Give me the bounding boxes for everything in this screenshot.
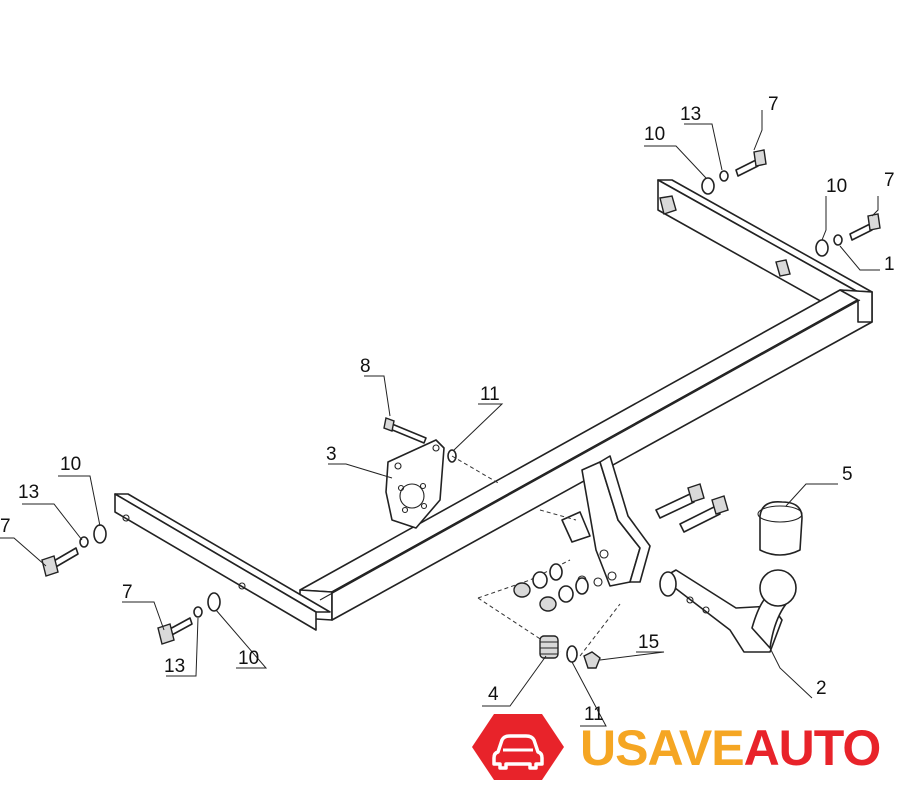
- callout-labels: 13 7 10 10 7 1 8 11 3 10 13 7 7 13 10 5 …: [0, 94, 895, 725]
- callout-7-right-edge: 7: [884, 170, 895, 191]
- logo-word-usave: USAVE: [580, 720, 745, 776]
- callout-leaders: [0, 110, 880, 727]
- callout-11-upper: 11: [480, 384, 500, 405]
- callout-10-left-upper: 10: [60, 454, 81, 475]
- callout-10-right-edge: 10: [826, 176, 847, 197]
- usaveauto-logo: USAVEAUTO: [470, 712, 900, 784]
- callout-2: 2: [816, 678, 827, 699]
- callout-3: 3: [326, 444, 337, 465]
- callout-13-left-lower: 13: [164, 656, 185, 677]
- ball-cover: [757, 500, 803, 556]
- center-mount-plate: [561, 455, 651, 587]
- ball-neck: [659, 569, 797, 653]
- bolt-8: [383, 417, 427, 444]
- callout-13-left-upper: 13: [18, 482, 39, 503]
- left-side-bracket: [114, 493, 331, 631]
- logo-wordmark: USAVEAUTO: [580, 718, 882, 778]
- mount-bolts: [655, 483, 729, 533]
- callout-4: 4: [488, 684, 499, 705]
- callout-7-right-top: 7: [768, 94, 779, 115]
- socket-bracket: [385, 439, 445, 529]
- car-icon: [472, 714, 564, 780]
- callout-10-left-lower: 10: [238, 648, 259, 669]
- callout-1-right-edge: 1: [884, 254, 895, 275]
- nuts-washers-cluster: [513, 563, 589, 612]
- callout-15: 15: [638, 632, 659, 653]
- right-top-fasteners: [701, 149, 881, 257]
- callout-7-left-lower: 7: [122, 582, 133, 603]
- callout-10-right-top: 10: [644, 124, 665, 145]
- main-cross-beam: [299, 289, 873, 621]
- bottom-fasteners: [539, 635, 601, 669]
- callout-7-left-upper: 7: [0, 516, 11, 537]
- left-fasteners: [41, 524, 221, 645]
- callout-8: 8: [360, 356, 371, 377]
- right-side-bracket: [657, 179, 873, 323]
- callout-5: 5: [842, 464, 853, 485]
- logo-word-auto: AUTO: [743, 720, 882, 776]
- callout-13-right-top: 13: [680, 104, 701, 125]
- callout-11-lower: 11: [584, 704, 604, 725]
